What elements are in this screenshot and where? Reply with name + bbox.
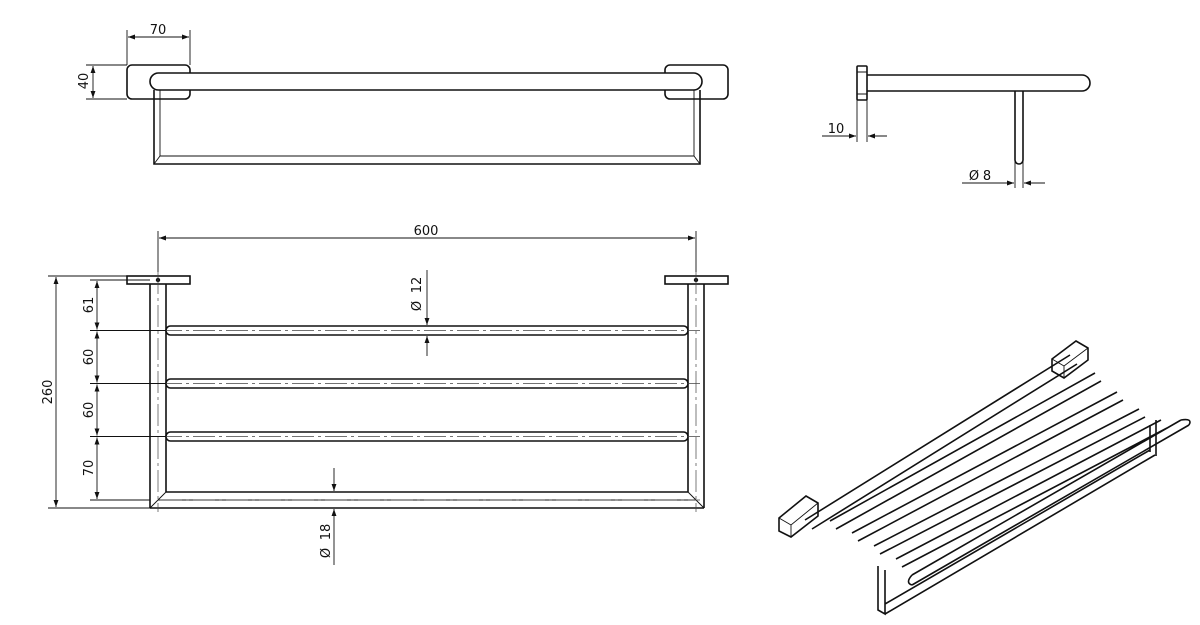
support-leg [1014,91,1024,165]
isometric-view [778,340,1191,616]
dim-overall-width: 600 [414,224,439,239]
dim-spacing-4: 70 [82,460,97,477]
diameter-symbol-frame: Ø [319,548,334,558]
dim-spacing-3: 60 [82,402,97,419]
lower-frame [153,90,701,165]
top-view: 70 40 [77,23,729,165]
wall-plate [856,65,868,101]
dim-bracket-height: 40 [77,73,92,90]
diameter-symbol-rail: Ø [410,301,425,311]
right-flange [664,275,729,285]
dim-spacing-2: 60 [82,349,97,366]
iso-front-rail [804,354,1078,530]
side-rail [867,74,1091,92]
bottom-frame [150,491,704,509]
top-rail [149,72,703,91]
dim-leg-diameter: 8 [983,169,991,184]
front-view: 600 260 61 60 60 70 Ø 12 Ø 18 [41,224,729,565]
dim-bracket-width: 70 [150,23,167,38]
dim-frame-diameter: 18 [319,524,334,541]
dim-rail-diameter: 12 [410,277,425,294]
side-view: 10 Ø 8 [822,65,1091,188]
dim-plate-thickness: 10 [828,122,845,137]
iso-rails [829,372,1190,586]
iso-right-bracket [1051,340,1089,379]
iso-left-bracket [778,495,819,538]
iso-front-support [877,449,1156,616]
dim-spacing-1: 61 [82,297,97,314]
diameter-symbol: Ø [969,169,979,184]
dim-overall-height: 260 [41,380,56,405]
